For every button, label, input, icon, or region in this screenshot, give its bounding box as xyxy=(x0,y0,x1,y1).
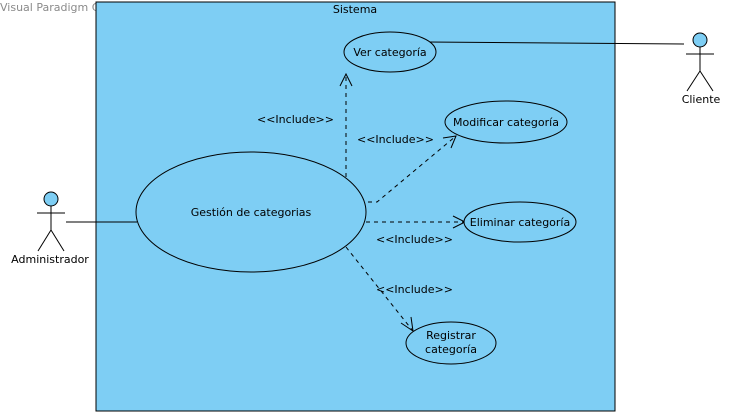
use-case-registrar[interactable]: Registrar categoría xyxy=(405,321,497,365)
actor-client-leg-right xyxy=(699,70,714,92)
actor-client-head xyxy=(692,32,708,48)
use-case-eliminar-label: Eliminar categoría xyxy=(470,216,570,229)
include-label-registrar: <<Include>> xyxy=(376,283,453,296)
arrowhead-registrar xyxy=(400,316,414,333)
use-case-modificar[interactable]: Modificar categoría xyxy=(444,100,568,144)
actor-client-name: Cliente xyxy=(682,93,721,106)
include-label-eliminar: <<Include>> xyxy=(376,233,453,246)
system-label: Sistema xyxy=(333,3,377,16)
include-line-registrar[interactable] xyxy=(345,246,414,332)
use-case-gestion[interactable]: Gestión de categorias xyxy=(135,151,367,273)
arrowhead-modificar xyxy=(442,135,457,149)
actor-client[interactable] xyxy=(686,32,714,92)
use-case-modificar-label: Modificar categoría xyxy=(453,116,559,129)
association-client-ver[interactable] xyxy=(426,41,685,45)
actor-client-leg-left xyxy=(686,70,701,92)
use-case-ver[interactable]: Ver categoría xyxy=(343,31,437,73)
include-line-modificar[interactable] xyxy=(368,135,457,203)
arrowhead-ver xyxy=(339,72,353,87)
actor-admin-name: Administrador xyxy=(11,253,89,266)
use-case-eliminar[interactable]: Eliminar categoría xyxy=(463,201,577,243)
actor-admin[interactable] xyxy=(37,191,65,252)
include-label-ver: <<Include>> xyxy=(257,113,334,126)
actor-admin-leg-right xyxy=(50,229,65,252)
include-label-modificar: <<Include>> xyxy=(357,133,434,146)
use-case-registrar-label-2: categoría xyxy=(425,343,477,356)
actor-admin-leg-left xyxy=(37,229,52,252)
use-case-registrar-label-1: Registrar xyxy=(426,329,476,342)
actor-admin-head xyxy=(43,191,59,207)
use-case-gestion-label: Gestión de categorias xyxy=(191,206,312,219)
use-case-ver-label: Ver categoría xyxy=(353,46,426,59)
include-dependencies xyxy=(345,74,465,332)
